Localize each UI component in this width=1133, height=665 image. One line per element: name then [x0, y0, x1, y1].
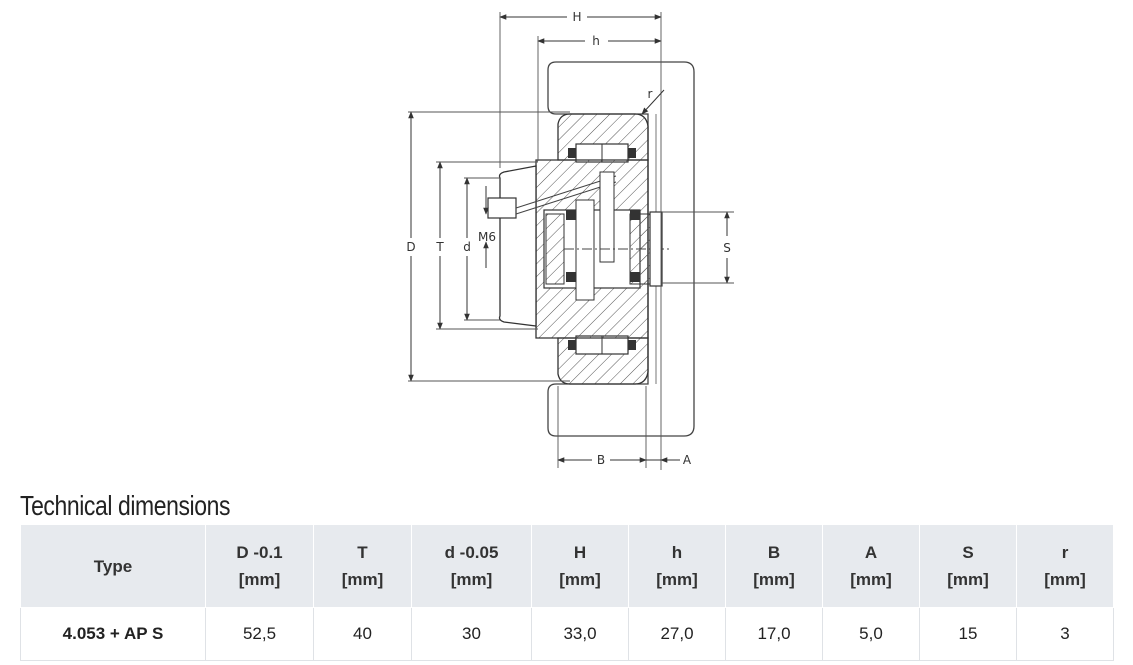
- technical-drawing: H h r D T d M6 S: [380, 0, 780, 478]
- table-row: 4.053 + AP S 52,5 40 30 33,0 27,0 17,0 5…: [20, 607, 1114, 661]
- cell-type: 4.053 + AP S: [20, 607, 206, 661]
- label-M6: M6: [478, 230, 496, 244]
- bearing-cross-section-diagram: H h r D T d M6 S: [406, 10, 734, 470]
- label-S: S: [723, 241, 731, 255]
- label-d: d: [463, 240, 471, 254]
- cell-h: 27,0: [628, 607, 726, 661]
- table-header-row: Type D -0.1[mm] T[mm] d -0.05[mm] H[mm] …: [20, 524, 1114, 608]
- cell-T: 40: [313, 607, 412, 661]
- column-header-h: h[mm]: [628, 524, 726, 608]
- cell-H: 33,0: [531, 607, 629, 661]
- column-header-r: r[mm]: [1016, 524, 1114, 608]
- column-header-T: T[mm]: [313, 524, 412, 608]
- column-header-H: H[mm]: [531, 524, 629, 608]
- cell-A: 5,0: [822, 607, 920, 661]
- column-header-type: Type: [20, 524, 206, 608]
- cell-S: 15: [919, 607, 1017, 661]
- label-A: A: [683, 453, 692, 467]
- column-header-d: d -0.05[mm]: [411, 524, 532, 608]
- label-D: D: [406, 240, 415, 254]
- cell-r: 3: [1016, 607, 1114, 661]
- label-H: H: [572, 10, 581, 24]
- lube-nipple: [487, 197, 517, 219]
- label-h: h: [592, 34, 600, 48]
- stud-head: [498, 165, 537, 327]
- dimensions-table: Type D -0.1[mm] T[mm] d -0.05[mm] H[mm] …: [20, 524, 1114, 661]
- column-header-S: S[mm]: [919, 524, 1017, 608]
- section-title: Technical dimensions: [20, 490, 231, 521]
- column-header-A: A[mm]: [822, 524, 920, 608]
- cell-D: 52,5: [205, 607, 314, 661]
- cell-d: 30: [411, 607, 532, 661]
- column-header-D: D -0.1[mm]: [205, 524, 314, 608]
- cell-B: 17,0: [725, 607, 823, 661]
- column-header-B: B[mm]: [725, 524, 823, 608]
- label-T: T: [435, 240, 444, 254]
- label-r: r: [648, 87, 653, 101]
- label-B: B: [597, 453, 605, 467]
